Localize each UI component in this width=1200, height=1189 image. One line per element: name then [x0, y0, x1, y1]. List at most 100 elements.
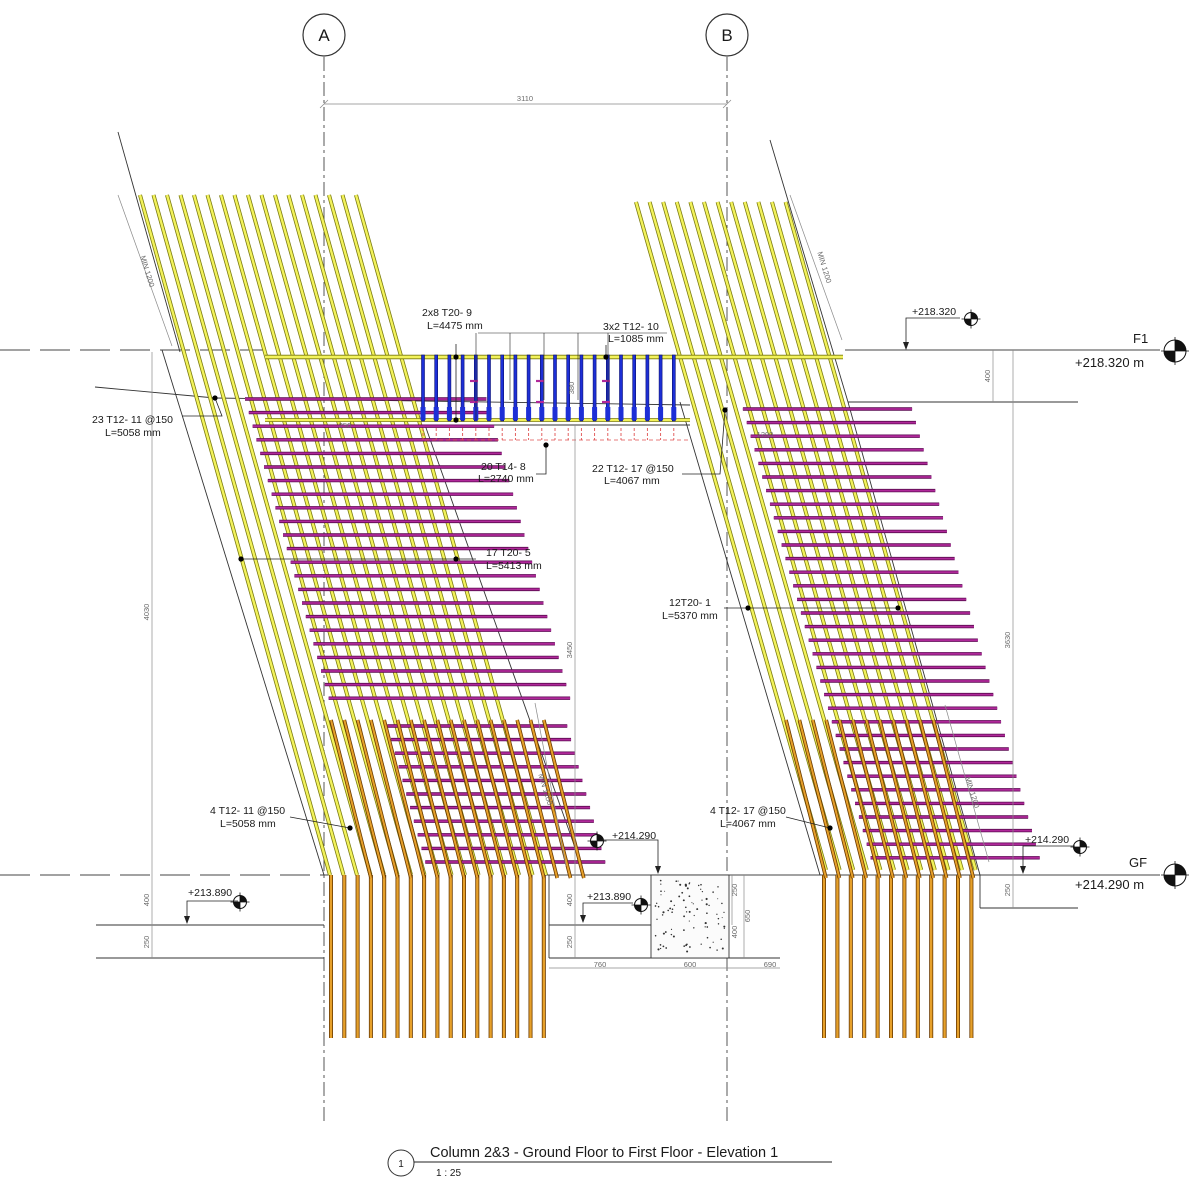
hatch-dot: [659, 879, 662, 882]
starter-lap-core: [463, 719, 505, 879]
hatch-dot: [709, 946, 711, 949]
hatch-dot: [677, 880, 679, 882]
level-target-quadrant: [240, 895, 247, 902]
hatch-dot: [717, 886, 719, 888]
hatch-dot: [664, 931, 667, 933]
hatch-dot: [670, 907, 672, 909]
label-right-lap-length: L=4067 mm: [720, 818, 776, 830]
hatch-dot: [691, 902, 693, 904]
label-links-length: L=1085 mm: [608, 333, 664, 345]
grid-label-a: A: [318, 26, 330, 45]
level-arrows: [184, 342, 1026, 924]
hatch-dot: [717, 898, 719, 900]
beam-link: [579, 354, 584, 422]
starter-lap-core: [356, 719, 399, 879]
hatch-dot: [716, 913, 718, 915]
dim-left-bottom-400: 400: [142, 894, 151, 907]
starter-lap-core: [932, 719, 975, 879]
hatch-dot: [708, 904, 710, 907]
hatch-dot: [693, 914, 695, 917]
starter-lap-core: [330, 719, 372, 879]
hatch-dot: [706, 912, 708, 915]
main-bar-core: [165, 194, 359, 876]
label-left-lap-length: L=5058 mm: [220, 818, 276, 830]
hatch-dot: [670, 933, 672, 936]
hatch-dot: [662, 945, 665, 948]
view-number-bubble: [387, 1149, 415, 1177]
dim-beam-depth: 380: [567, 382, 576, 395]
hatch-dot: [671, 911, 673, 913]
beam-link: [566, 354, 571, 422]
hatch-dot: [721, 947, 724, 950]
level-lines: [0, 349, 1160, 876]
beam-link: [500, 354, 505, 422]
hatch-dot: [684, 883, 687, 886]
label-left-main-count: 17 T20- 5: [486, 547, 531, 559]
level-target-quadrant: [1175, 340, 1186, 351]
starter-lap-core: [865, 719, 908, 879]
beam-link: [526, 354, 531, 422]
starter-lap-core: [423, 719, 466, 879]
label-left-ties-length: L=5058 mm: [105, 427, 161, 439]
beam-link-hook: [578, 407, 584, 420]
beam-link-hook: [644, 407, 650, 420]
level-target-quadrant: [1175, 864, 1186, 875]
starter-lap-core: [449, 719, 492, 879]
beam-link-hook: [658, 407, 664, 420]
label-left-lap-count: 4 T12- 11 @150: [210, 805, 285, 817]
beam-link: [553, 354, 557, 422]
starter-lap-core: [343, 719, 386, 879]
grid-bubble-a[interactable]: [302, 13, 346, 57]
level-f1-tag: +218.320: [912, 306, 956, 318]
starter-lap-core: [476, 719, 519, 879]
level-target-quadrant: [971, 312, 978, 319]
beam-link-hook: [499, 407, 505, 420]
level-target-quadrant: [1164, 351, 1175, 362]
dim-footing-600: 600: [684, 960, 697, 969]
beam-link-hook: [565, 407, 571, 420]
hatch-dot: [659, 944, 662, 946]
hatch-dot: [720, 938, 722, 940]
concrete-hatch: [654, 879, 726, 953]
hatch-dot: [667, 909, 670, 912]
label-right-lap-count: 4 T12- 17 @150: [710, 805, 786, 817]
grid-bubble-b[interactable]: [705, 13, 749, 57]
hatch-dot: [686, 887, 689, 890]
main-bar-core: [179, 194, 372, 876]
right-column-starter-bars: [784, 719, 976, 1038]
hatch-dot: [655, 902, 658, 905]
hatch-dot: [664, 890, 666, 892]
hatch-dot: [716, 949, 718, 951]
starter-lap-core: [516, 719, 559, 879]
level-target-quadrant: [1164, 875, 1175, 886]
level-markers: [230, 309, 1189, 915]
starter-lap-core: [383, 719, 426, 879]
hatch-dot: [721, 902, 723, 905]
hatch-dot: [692, 903, 694, 905]
beam-link-hook: [539, 407, 545, 420]
hatch-dot: [706, 936, 709, 939]
level-gf-value: +214.290 m: [1075, 877, 1144, 892]
dim-middle-height: 3450: [565, 642, 574, 659]
starter-lap-core: [798, 719, 841, 879]
starter-lap-core: [919, 719, 961, 879]
hatch-dot: [654, 905, 657, 907]
starter-lap-core: [369, 719, 412, 879]
hatch-dot: [683, 915, 686, 918]
hatch-dot: [693, 927, 695, 929]
hatch-dot: [657, 905, 660, 908]
dim-footing-400: 400: [730, 926, 739, 939]
hatch-dot: [723, 911, 725, 914]
dim-footing-690: 690: [764, 960, 777, 969]
hatch-dot: [701, 899, 703, 901]
dim-right-top-400: 400: [983, 370, 992, 383]
starter-lap-core: [905, 719, 948, 879]
level-found-tag-left: +213.890: [188, 887, 232, 899]
beam-link-hook: [526, 407, 532, 420]
beam-link: [447, 354, 452, 422]
beam-link-hook: [592, 407, 598, 420]
hatch-dot: [688, 920, 690, 922]
hatch-dot: [661, 914, 664, 916]
beam-link: [658, 354, 663, 422]
